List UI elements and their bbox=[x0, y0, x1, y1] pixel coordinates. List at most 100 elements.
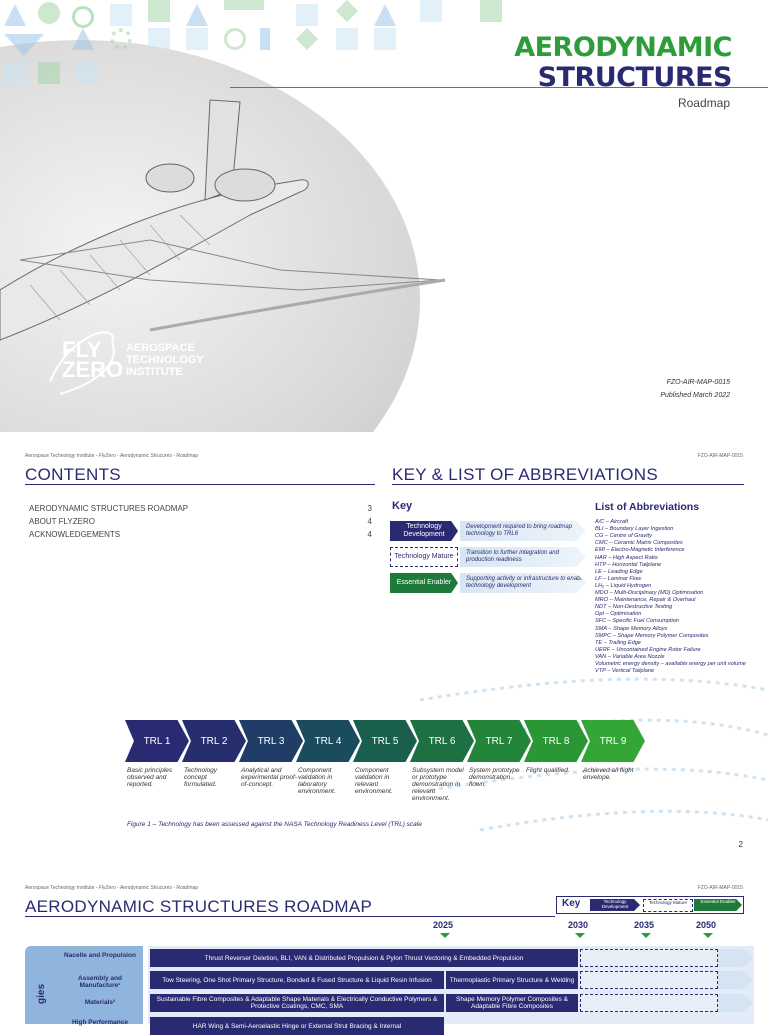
toc-item-about[interactable]: ABOUT FLYZERO bbox=[29, 517, 95, 526]
abbreviation-item: TE – Trailing Edge bbox=[595, 639, 641, 646]
trl-9: TRL 9 bbox=[581, 720, 645, 762]
ring-icon bbox=[72, 6, 94, 28]
book-icon bbox=[38, 62, 60, 84]
recycle-icon bbox=[224, 28, 246, 50]
triangle-icon bbox=[186, 4, 208, 26]
bar-assembly-mature bbox=[580, 971, 718, 989]
key-rule bbox=[392, 484, 744, 485]
trl-3: TRL 3 bbox=[239, 720, 303, 762]
row-label-high-performance: High Performance bbox=[72, 1019, 128, 1026]
roadmap-key-enabler: Essential Enabler bbox=[694, 899, 742, 911]
page3-header-right: FZO-AIR-MAP-0015 bbox=[697, 885, 743, 891]
trl-5-desc: Component validation in relevant environ… bbox=[355, 767, 393, 795]
roadmap-key-development: Technology Development bbox=[590, 899, 640, 911]
toc-item-ack[interactable]: ACKNOWLEDGEMENTS bbox=[29, 530, 121, 539]
abbreviation-item: A/C – Aircraft bbox=[595, 519, 629, 525]
trl-1: TRL 1 bbox=[125, 720, 189, 762]
published-date: Published March 2022 bbox=[660, 392, 730, 399]
square-icon bbox=[110, 4, 132, 26]
chart-icon bbox=[336, 28, 358, 50]
bar-assembly-development-2: Thermoplastic Primary Structure & Weldin… bbox=[446, 971, 578, 989]
toc-page-about: 4 bbox=[367, 517, 372, 526]
year-2035-marker bbox=[641, 933, 651, 938]
bar-materials-development-2: Shape Memory Polymer Composites & Adapta… bbox=[446, 994, 578, 1012]
trl-4-desc: Component validation in laboratory envir… bbox=[298, 767, 336, 795]
triangle-icon bbox=[72, 28, 94, 50]
abbreviation-item: SFC – Specific Fuel Consumption bbox=[595, 618, 679, 625]
abbreviation-item: HAR – High Aspect Ratio bbox=[595, 554, 658, 561]
key-technology-mature: Technology Mature bbox=[390, 547, 458, 567]
abbreviation-item: VTP – Vertical Tailplane bbox=[595, 668, 655, 675]
contents-rule bbox=[25, 484, 375, 485]
arrow-materials bbox=[718, 994, 754, 1012]
flyzero-orbit-icon bbox=[49, 331, 115, 395]
abbreviation-item: Opt – Optimisation bbox=[595, 611, 642, 618]
trl-7-desc: System prototype demonstration flown. bbox=[469, 767, 520, 788]
abbreviation-item: UERF – Uncontained Engine Rotor Failure bbox=[595, 646, 701, 653]
year-2035: 2035 bbox=[634, 920, 655, 930]
bar-assembly-development: Tow Steering, One Shot Primary Structure… bbox=[150, 971, 444, 989]
document-id: FZO-AIR-MAP-0015 bbox=[666, 379, 730, 386]
abbreviation-item: LE – Leading Edge bbox=[595, 568, 643, 575]
flyzero-logo-fly: FLY bbox=[62, 337, 102, 362]
cover-subtitle: Roadmap bbox=[677, 96, 730, 110]
toc-item-roadmap[interactable]: AERODYNAMIC STRUCTURES ROADMAP bbox=[29, 504, 189, 513]
bar-materials-mature bbox=[580, 994, 718, 1012]
page-header-right: FZO-AIR-MAP-0015 bbox=[697, 453, 743, 459]
toc-page-roadmap: 3 bbox=[367, 504, 372, 513]
trl-1-desc: Basic principles observed and reported. bbox=[127, 767, 173, 788]
roadmap-row-labels-panel bbox=[25, 946, 143, 1024]
ati-logo-line2: TECHNOLOGY bbox=[126, 354, 204, 366]
cover-page: AERODYNAMIC STRUCTURES Roadmap FLY ZERO … bbox=[0, 0, 768, 432]
abbreviation-item: NDT – Non-Destructive Testing bbox=[595, 604, 673, 611]
wind-turbine-icon bbox=[374, 28, 396, 50]
abbreviation-item: VAN – Variable Area Nozzle bbox=[595, 653, 665, 660]
abbreviation-item: LH₂ – Liquid Hydrogen bbox=[595, 582, 652, 589]
key-title: KEY & LIST OF ABBREVIATIONS bbox=[392, 465, 659, 484]
trl-2-desc: Technology concept formulated. bbox=[184, 767, 218, 788]
flyzero-logo-zero: ZERO bbox=[62, 357, 124, 382]
abbreviations-heading: List of Abbreviations bbox=[595, 501, 700, 513]
bar-icon bbox=[224, 0, 264, 10]
trl-8-desc: Flight qualified. bbox=[526, 767, 570, 774]
trl-5: TRL 5 bbox=[353, 720, 417, 762]
title-divider bbox=[230, 87, 768, 88]
trl-6-desc: Subsystem model or prototype demonstrati… bbox=[412, 767, 464, 802]
row-label-nacelle: Nacelle and Propulsion bbox=[64, 952, 136, 959]
row-label-materials: Materials² bbox=[84, 999, 116, 1006]
roadmap-key-mature: Technology Mature bbox=[643, 899, 693, 912]
page-header-left: Aerospace Technology Institute - FlyZero… bbox=[25, 453, 199, 459]
wind-turbine-icon bbox=[76, 62, 98, 84]
abbreviation-item: EMI – Electro-Magnetic Interference bbox=[595, 547, 685, 554]
ati-logo: AEROSPACE TECHNOLOGY INSTITUTE bbox=[126, 342, 204, 378]
abbreviation-item: LF – Laminar Flow bbox=[595, 575, 642, 582]
roadmap-side-label: gies bbox=[36, 983, 47, 1004]
bar-nacelle-mature bbox=[580, 949, 718, 967]
trl-4: TRL 4 bbox=[296, 720, 360, 762]
cover-title-line1: AERODYNAMIC bbox=[514, 32, 732, 63]
cover-title-line2: STRUCTURES bbox=[537, 62, 733, 93]
tap-icon bbox=[260, 28, 270, 50]
flyzero-logo: FLY ZERO bbox=[62, 337, 124, 382]
page3-header-left: Aerospace Technology Institute - FlyZero… bbox=[25, 885, 199, 891]
roadmap-key-box bbox=[556, 896, 744, 914]
page-number: 2 bbox=[738, 840, 743, 849]
toc-page-ack: 4 bbox=[367, 530, 372, 539]
arrow-assembly bbox=[718, 971, 754, 989]
year-2025: 2025 bbox=[433, 920, 454, 930]
trl-8: TRL 8 bbox=[524, 720, 588, 762]
square-icon bbox=[480, 0, 502, 22]
key-heading: Key bbox=[392, 500, 413, 512]
key-desc-mature: Transition to further integration and pr… bbox=[460, 547, 586, 567]
roadmap-key-heading: Key bbox=[562, 898, 581, 909]
trl-9-desc: Achieved all flight envelope. bbox=[583, 767, 634, 781]
abbreviation-item: CG – Centre of Gravity bbox=[595, 533, 652, 540]
key-technology-development: Technology Development bbox=[390, 521, 458, 541]
year-2025-marker bbox=[440, 933, 450, 938]
contents-title: CONTENTS bbox=[25, 465, 121, 484]
abbreviation-item: HTP – Horizontal Tailplane bbox=[595, 561, 662, 568]
petal-icon bbox=[296, 28, 318, 50]
roadmap-rule bbox=[25, 916, 555, 917]
square-icon bbox=[420, 0, 442, 22]
diamond-icon bbox=[336, 0, 358, 22]
